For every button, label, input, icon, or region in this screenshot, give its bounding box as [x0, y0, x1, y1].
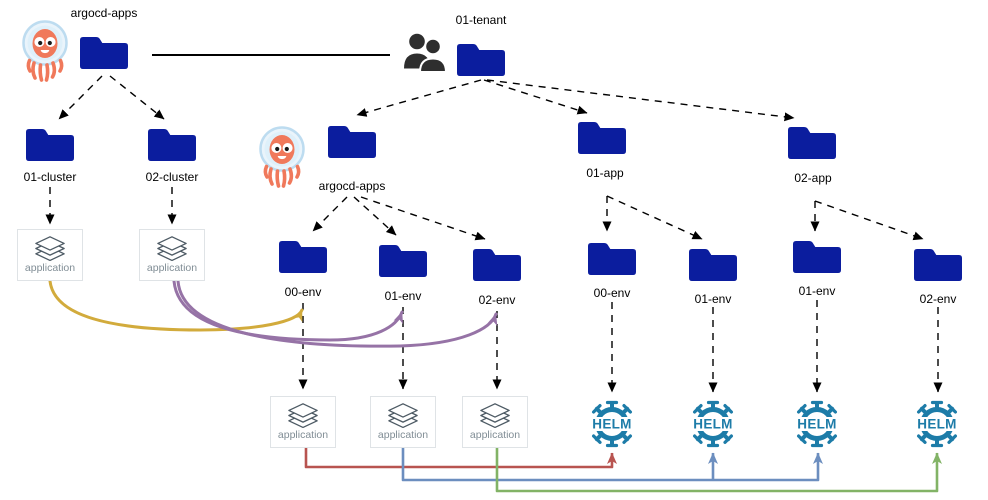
helm-label: HELM — [693, 417, 732, 432]
edge-02-app-to-02-env — [814, 200, 924, 241]
root-repo-folder-icon — [78, 33, 130, 72]
application-card: application — [370, 396, 436, 448]
01-app-00-env-label: 00-env — [593, 286, 631, 300]
01-app-01-env-label: 01-env — [694, 292, 732, 306]
application-card-label: application — [469, 429, 521, 441]
helm-label: HELM — [917, 417, 956, 432]
01-cluster-folder-icon — [24, 125, 76, 164]
layers-icon — [157, 236, 187, 261]
01-app-label: 01-app — [586, 166, 624, 180]
layers-icon — [480, 403, 510, 428]
edge-tenant-to-mid-repo — [356, 79, 482, 117]
application-card: application — [139, 229, 205, 281]
layers-icon — [288, 403, 318, 428]
mid-00-env-label: 00-env — [284, 285, 322, 299]
edge-tenant-to-01-app — [483, 79, 588, 115]
helm-label: HELM — [797, 417, 836, 432]
edge-tenant-to-02-app — [486, 79, 795, 122]
edge-mid-repo-to-00-env — [312, 196, 348, 232]
application-card-label: application — [24, 262, 76, 274]
root-repo-label: argocd-apps — [70, 6, 138, 20]
application-card-label: application — [377, 429, 429, 441]
argo-octopus-icon — [21, 19, 69, 84]
sync-link-cluster1-to-00-env — [48, 279, 304, 332]
application-card: application — [17, 229, 83, 281]
mid-02-env-folder-icon — [471, 245, 523, 284]
edge-mid-repo-to-01-env — [353, 196, 397, 236]
application-card: application — [270, 396, 336, 448]
01-cluster-label: 01-cluster — [23, 170, 77, 184]
helm-label: HELM — [592, 417, 631, 432]
application-card-label: application — [146, 262, 198, 274]
helm-wheel-icon: HELM — [584, 398, 640, 452]
02-app-02-env-folder-icon — [912, 245, 964, 284]
sync-link-application1-to-helm-1 — [304, 448, 617, 469]
edge-root-to-01-cluster — [58, 75, 103, 120]
helm-wheel-icon: HELM — [789, 398, 845, 452]
application-card-label: application — [277, 429, 329, 441]
02-cluster-folder-icon — [146, 125, 198, 164]
helm-wheel-icon: HELM — [909, 398, 965, 452]
layers-icon — [35, 236, 65, 261]
mid-01-env-folder-icon — [377, 241, 429, 280]
sync-link-application2-to-helm-3 — [401, 448, 823, 482]
02-app-folder-icon — [786, 123, 838, 162]
01-app-00-env-folder-icon — [586, 239, 638, 278]
sync-link-cluster2-to-02-env — [176, 279, 498, 348]
sync-link-cluster2-to-01-env — [172, 279, 404, 342]
02-cluster-label: 02-cluster — [145, 170, 199, 184]
helm-wheel-icon: HELM — [685, 398, 741, 452]
mid-repo-label: argocd-apps — [318, 179, 386, 193]
users-icon — [403, 32, 447, 73]
02-app-02-env-label: 02-env — [919, 292, 957, 306]
tenant-label: 01-tenant — [455, 13, 507, 27]
layers-icon — [388, 403, 418, 428]
02-app-01-env-label: 01-env — [798, 284, 836, 298]
01-app-01-env-folder-icon — [687, 245, 739, 284]
mid-01-env-label: 01-env — [384, 289, 422, 303]
mid-00-env-folder-icon — [277, 237, 329, 276]
tenant-folder-icon — [455, 40, 507, 79]
edge-root-to-02-cluster — [109, 75, 165, 120]
sync-link-application3-to-helm-4 — [495, 448, 942, 493]
01-app-folder-icon — [576, 118, 628, 157]
edge-mid-repo-to-02-env — [360, 196, 486, 241]
argo-octopus-icon — [258, 125, 306, 190]
02-app-label: 02-app — [794, 171, 832, 185]
application-card: application — [462, 396, 528, 448]
mid-repo-folder-icon — [326, 122, 378, 161]
mid-02-env-label: 02-env — [478, 293, 516, 307]
02-app-01-env-folder-icon — [791, 237, 843, 276]
edge-01-app-to-01-env — [606, 195, 703, 240]
